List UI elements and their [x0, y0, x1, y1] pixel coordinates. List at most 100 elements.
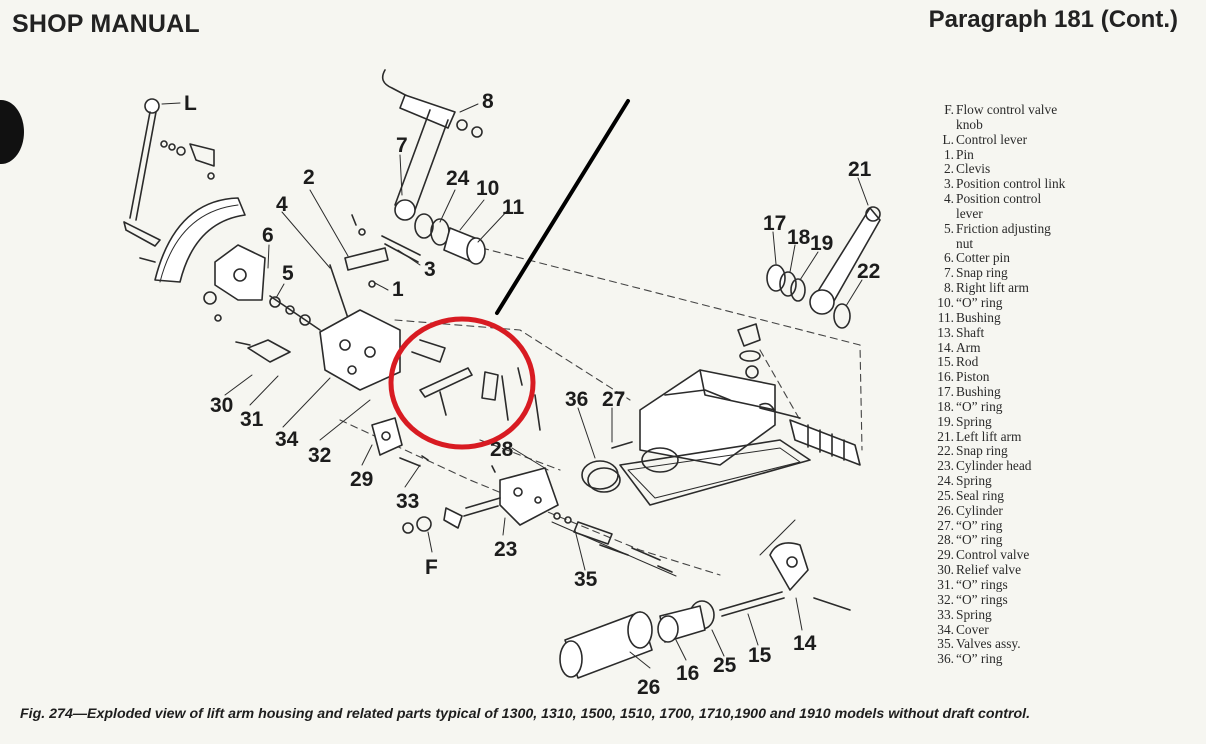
- legend-text: Clevis: [956, 161, 991, 177]
- legend-item: 16.Piston: [934, 369, 1144, 385]
- callout-label: 24: [446, 167, 470, 190]
- lift-arm-housing: [619, 323, 811, 506]
- legend-item: 18.“O” ring: [934, 398, 1144, 415]
- legend-item: 31.“O” rings: [934, 577, 1144, 593]
- legend-text: Piston: [956, 369, 990, 385]
- control-lever: [123, 98, 215, 247]
- callout-label: 10: [476, 177, 499, 200]
- legend-item: 15.Rod: [934, 354, 1144, 370]
- figure-caption: Fig. 274—Exploded view of lift arm housi…: [20, 706, 1031, 722]
- legend-text: Bushing: [956, 309, 1001, 325]
- leader-lines: [161, 102, 869, 669]
- legend-text: “O” ring: [956, 294, 1003, 310]
- legend-text-continuation: lever: [956, 205, 983, 221]
- callout-label: 5: [282, 262, 294, 285]
- callout-label: 25: [713, 654, 737, 677]
- callout-label: 15: [748, 644, 772, 667]
- callout-label: L: [184, 92, 197, 115]
- legend-text: Spring: [956, 606, 992, 622]
- legend-item: 27.“O” ring: [934, 517, 1144, 534]
- right-lift-arm: [381, 69, 483, 221]
- legend-key: 24.: [937, 473, 954, 489]
- inner-linkage-parts: [411, 339, 541, 431]
- page-header-right: Paragraph 181 (Cont.): [928, 6, 1178, 33]
- friction-quadrant: [139, 197, 266, 322]
- legend-item: 3.Position control link: [934, 176, 1144, 192]
- legend-key: 29.: [937, 547, 954, 563]
- legend-text: Seal ring: [956, 487, 1004, 503]
- legend-key: 8.: [943, 280, 954, 296]
- legend-key: F.: [944, 102, 954, 117]
- highlight-circle: [388, 316, 536, 450]
- legend-text: Arm: [956, 339, 981, 355]
- legend-item: 21.Left lift arm: [934, 428, 1144, 445]
- legend-text: Valves assy.: [956, 636, 1021, 652]
- legend-item: 10.“O” ring: [934, 294, 1144, 311]
- callout-label: 28: [490, 438, 514, 461]
- legend-key: 14.: [937, 339, 954, 355]
- legend-item: 14.Arm: [934, 339, 1144, 356]
- legend-key: 31.: [937, 577, 954, 592]
- callout-label: 16: [676, 662, 699, 685]
- legend-text: “O” rings: [956, 591, 1008, 607]
- legend-item: 23.Cylinder head: [934, 458, 1144, 474]
- legend-key: 22.: [937, 443, 954, 459]
- legend-item: 36.“O” ring: [934, 651, 1144, 667]
- legend-item: 1.Pin: [934, 146, 1144, 163]
- legend-text: Cylinder head: [956, 458, 1032, 474]
- legend-key: 5.: [943, 220, 954, 236]
- legend-key: 10.: [937, 294, 954, 310]
- legend-text: Cylinder: [956, 502, 1003, 518]
- legend-text: Control lever: [956, 131, 1028, 147]
- legend-text: Control valve: [956, 547, 1030, 563]
- legend-text: Cotter pin: [956, 250, 1010, 266]
- callout-label: 8: [482, 90, 494, 113]
- legend-key: 26.: [937, 502, 954, 518]
- legend-item: 32.“O” rings: [934, 591, 1144, 608]
- callout-label: 23: [494, 538, 517, 561]
- legend-text: “O” ring: [956, 517, 1003, 533]
- legend-key: 25.: [937, 487, 954, 503]
- cross-shaft: [789, 419, 861, 466]
- legend-key: 6.: [943, 250, 954, 266]
- legend-item: 11.Bushing: [934, 309, 1144, 326]
- legend-text: Snap ring: [956, 443, 1008, 459]
- legend-key: 16.: [937, 369, 954, 385]
- legend-text: “O” ring: [956, 398, 1003, 414]
- callout-label: 4: [276, 193, 288, 216]
- clevis-and-link: [344, 214, 421, 288]
- legend-key: 33.: [937, 606, 954, 622]
- callout-label: 36: [565, 388, 588, 411]
- callout-label: 2: [303, 166, 315, 189]
- legend-item: 2.Clevis: [934, 161, 1144, 177]
- callout-label: 1: [392, 278, 404, 301]
- legend-key: 18.: [937, 398, 954, 414]
- callout-label: 30: [210, 394, 233, 417]
- legend-key: L.: [942, 131, 954, 147]
- o-rings-36-27: [581, 441, 633, 493]
- legend-item: 33.Spring: [934, 606, 1144, 623]
- legend-key: 21.: [937, 428, 954, 444]
- callout-label: 6: [262, 224, 274, 247]
- legend-item: 8.Right lift arm: [934, 280, 1144, 296]
- callout-label: 29: [350, 468, 373, 491]
- legend-item: 6.Cotter pin: [934, 251, 1144, 266]
- legend-key: 17.: [937, 384, 954, 400]
- legend-text-continuation: nut: [956, 235, 974, 251]
- piston-and-cylinder: [559, 600, 715, 679]
- legend-key: 1.: [943, 146, 954, 162]
- legend-key: 19.: [937, 413, 954, 429]
- legend-item: 7.Snap ring: [934, 265, 1144, 281]
- legend-text: Cover: [956, 621, 989, 637]
- legend-item: 19.Spring: [934, 413, 1144, 430]
- legend-key: 2.: [943, 161, 954, 177]
- legend-text: Shaft: [956, 324, 985, 340]
- legend-text: “O” ring: [956, 651, 1003, 667]
- page-header-left: SHOP MANUAL: [12, 10, 200, 38]
- legend-text: Spring: [956, 473, 992, 489]
- legend-text: Position control: [956, 191, 1042, 207]
- legend-text: Snap ring: [956, 265, 1008, 281]
